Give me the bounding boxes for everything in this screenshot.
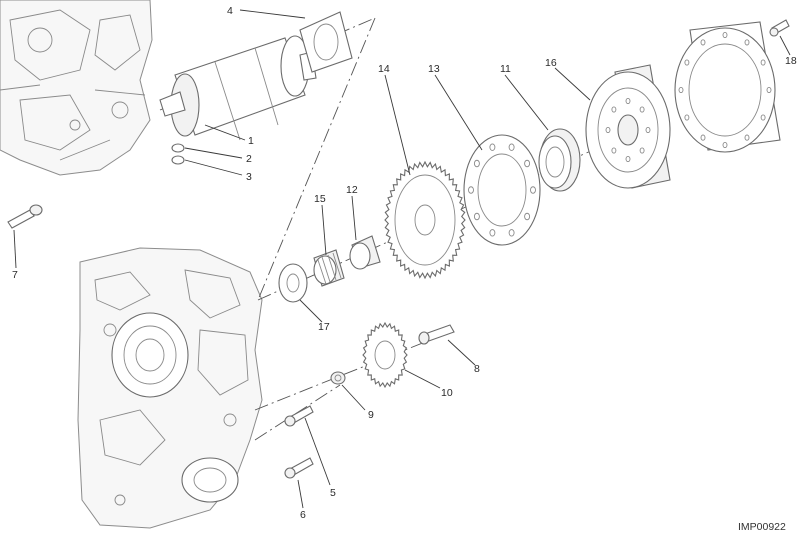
needle-bearing-15	[313, 249, 345, 287]
pin-8	[418, 324, 455, 345]
screw-6	[284, 457, 314, 479]
callout-labels: 4 1 2 3 7 14 13 11 16 15 12 17 8 10 9 5 …	[12, 5, 797, 521]
callout-8: 8	[474, 363, 480, 375]
screw-18	[769, 19, 790, 37]
callout-9: 9	[368, 409, 374, 421]
gear-10	[362, 321, 408, 389]
leader-lines	[13, 9, 791, 509]
nut-9	[330, 371, 346, 385]
callout-5: 5	[330, 487, 336, 499]
callout-15: 15	[314, 193, 326, 205]
crankcase-lower-left	[77, 247, 263, 529]
callout-11: 11	[500, 63, 511, 75]
bushing-12	[349, 235, 381, 270]
callout-17: 17	[318, 321, 330, 333]
gear-14	[384, 160, 466, 280]
callout-18: 18	[785, 55, 797, 67]
washer-2	[171, 143, 185, 153]
callout-12: 12	[346, 184, 358, 196]
callout-7: 7	[12, 269, 18, 281]
cover-18	[674, 21, 781, 153]
freewheel-11	[538, 128, 581, 192]
washer-3	[171, 155, 185, 165]
callout-10: 10	[441, 387, 453, 399]
starter-motor	[159, 35, 317, 141]
callout-14: 14	[378, 63, 390, 75]
screw-7	[7, 204, 43, 229]
thrust-washer-17	[278, 263, 308, 303]
rotor-16	[585, 64, 671, 189]
starter-gasket	[299, 11, 353, 73]
callout-3: 3	[246, 171, 252, 183]
screw-5	[284, 405, 314, 427]
drawing-code: IMP00922	[738, 521, 786, 533]
callout-2: 2	[246, 153, 252, 165]
crankcase-upper-left	[0, 0, 153, 176]
callout-13: 13	[428, 63, 440, 75]
callout-4: 4	[227, 5, 233, 17]
callout-6: 6	[300, 509, 306, 521]
callout-16: 16	[545, 57, 557, 69]
callout-1: 1	[248, 135, 254, 147]
flange-13	[463, 134, 541, 246]
